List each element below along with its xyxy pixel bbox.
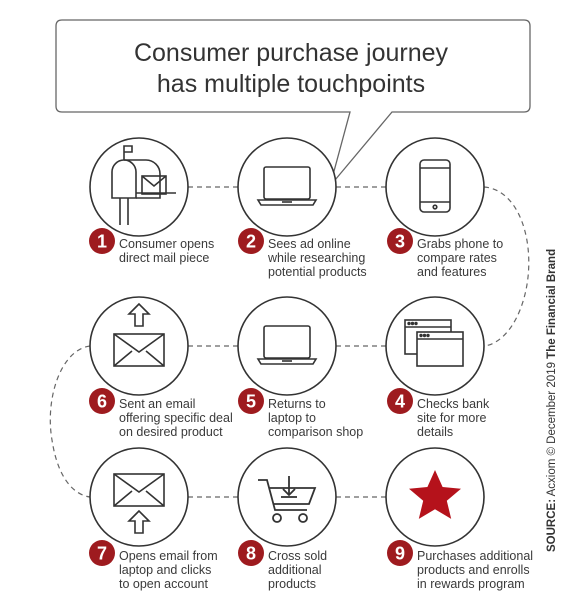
step-7-circle bbox=[89, 447, 189, 547]
step-1-circle bbox=[89, 137, 189, 237]
brand-name: The Financial Brand bbox=[546, 248, 558, 359]
badge-number: 3 bbox=[395, 232, 405, 252]
email-open-icon bbox=[113, 473, 165, 534]
badge-number: 9 bbox=[395, 544, 405, 564]
laptop-icon bbox=[256, 325, 318, 365]
step-caption: Purchases additional products and enroll… bbox=[417, 549, 534, 591]
step-caption: Consumer opens direct mail piece bbox=[119, 237, 215, 265]
source-label: SOURCE: bbox=[546, 498, 558, 552]
badge-3 bbox=[387, 228, 413, 254]
star-icon bbox=[409, 470, 461, 519]
badge-number: 1 bbox=[97, 232, 107, 252]
source-credit: SOURCE: Acxiom © December 2019 The Finan… bbox=[546, 249, 558, 552]
step-caption: Cross sold additional products bbox=[268, 549, 328, 591]
step-caption: Grabs phone to compare rates and feature… bbox=[417, 237, 504, 279]
step-caption: Returns to laptop to comparison shop bbox=[268, 397, 364, 439]
badge-number: 8 bbox=[246, 544, 256, 564]
step-6-circle bbox=[89, 296, 189, 396]
badge-number: 4 bbox=[395, 392, 405, 412]
email-sent-icon bbox=[113, 302, 165, 367]
connectors bbox=[49, 186, 530, 498]
browser-windows-icon bbox=[404, 319, 464, 367]
step-caption: Sent an email offering specific deal on … bbox=[119, 397, 233, 439]
badge-7 bbox=[89, 540, 115, 566]
badge-number: 6 bbox=[97, 392, 107, 412]
step-3-circle bbox=[385, 137, 485, 237]
badge-4 bbox=[387, 388, 413, 414]
badge-number: 5 bbox=[246, 392, 256, 412]
badge-5 bbox=[238, 388, 264, 414]
badge-8 bbox=[238, 540, 264, 566]
laptop-icon bbox=[256, 166, 318, 206]
badge-number: 2 bbox=[246, 232, 256, 252]
phone-icon bbox=[419, 159, 451, 213]
source-text: Acxiom © December 2019 bbox=[546, 362, 558, 497]
step-number-badges bbox=[89, 228, 413, 566]
speech-bubble bbox=[55, 19, 531, 187]
badge-2 bbox=[238, 228, 264, 254]
badge-1 bbox=[89, 228, 115, 254]
step-2-circle bbox=[237, 137, 337, 237]
step-circles bbox=[89, 137, 485, 547]
diagram-title: Consumer purchase journey has multiple t… bbox=[133, 39, 449, 98]
shopping-cart-icon bbox=[258, 476, 317, 523]
badge-number: 7 bbox=[97, 544, 107, 564]
step-caption: Sees ad online while researching potenti… bbox=[268, 237, 367, 279]
mailbox-icon bbox=[111, 145, 176, 225]
step-caption: Checks bank site for more details bbox=[417, 397, 490, 439]
badge-6 bbox=[89, 388, 115, 414]
badge-9 bbox=[387, 540, 413, 566]
badge-numbers: 1 2 3 6 5 4 7 8 9 bbox=[97, 232, 405, 564]
step-caption: Opens email from laptop and clicks to op… bbox=[119, 549, 218, 591]
step-5-circle bbox=[237, 296, 337, 396]
connector-6-7 bbox=[49, 345, 91, 498]
connector-3-4 bbox=[483, 186, 530, 347]
